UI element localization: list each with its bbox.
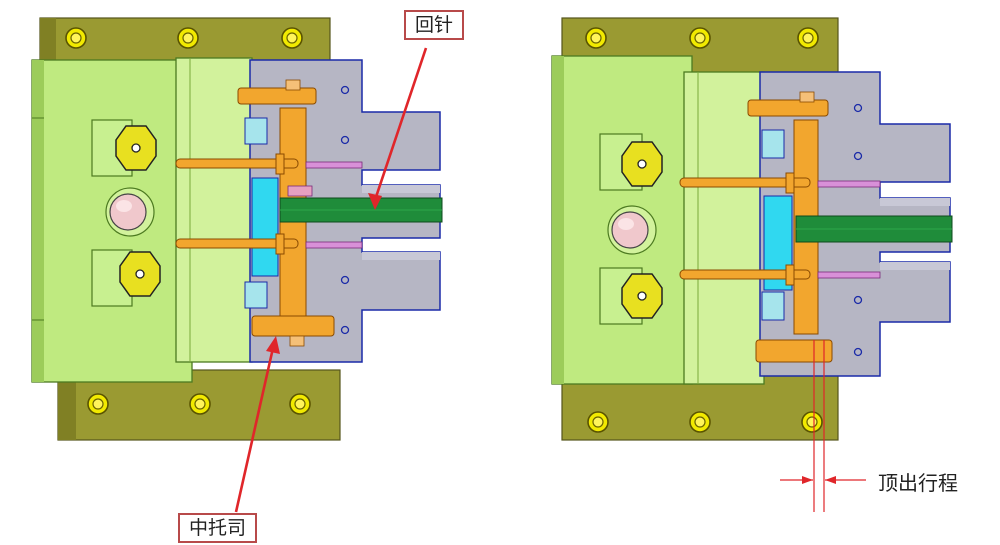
- socket-screw-icon: [689, 411, 711, 433]
- socket-screw-icon: [587, 411, 609, 433]
- left-mold-assembly: [31, 17, 443, 441]
- callout-arrow-center-guide: [234, 336, 280, 513]
- socket-screw-icon: [801, 411, 823, 433]
- return-pin-label: 回针: [404, 10, 465, 40]
- left-ejector-pin-bottom: [175, 238, 299, 249]
- right-ejector-pin-top: [679, 177, 811, 188]
- locating-pin-icon: [119, 251, 161, 297]
- right-ejector-pin-bottom: [679, 269, 811, 280]
- locating-pin-icon: [621, 141, 663, 187]
- socket-screw-icon: [689, 27, 711, 49]
- socket-screw-icon: [289, 393, 311, 415]
- socket-screw-icon: [281, 27, 303, 49]
- left-ejector-bar-top: [237, 87, 317, 105]
- ejection-stroke-label: 顶出行程: [878, 471, 958, 495]
- socket-screw-icon: [189, 393, 211, 415]
- socket-screw-icon: [87, 393, 109, 415]
- socket-screw-icon: [177, 27, 199, 49]
- callout-arrow-return-pin: [368, 47, 428, 210]
- locating-pin-icon: [115, 125, 157, 171]
- locating-pin-icon: [621, 273, 663, 319]
- left-ejector-bar-bottom: [251, 315, 335, 337]
- right-support-plate: [683, 71, 765, 385]
- left-retainer-cyan: [251, 177, 279, 277]
- socket-screw-icon: [65, 27, 87, 49]
- guide-bushing-icon: [607, 205, 657, 255]
- right-mold-assembly: [551, 17, 953, 512]
- right-ejector-bar-bottom: [755, 339, 833, 363]
- left-ejector-pin-top: [175, 158, 299, 169]
- socket-screw-icon: [585, 27, 607, 49]
- center-guide-label: 中托司: [178, 513, 258, 543]
- socket-screw-icon: [797, 27, 819, 49]
- right-ejector-bar-top: [747, 99, 829, 117]
- guide-bushing-icon: [105, 187, 155, 237]
